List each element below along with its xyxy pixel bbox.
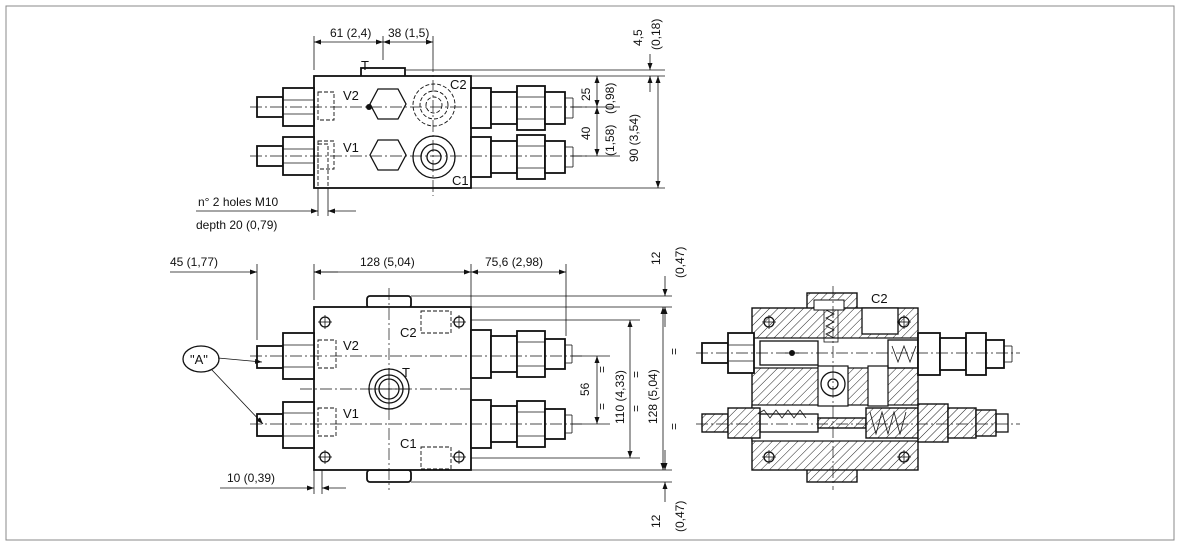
dim-front-12-bot: 12 xyxy=(649,514,663,528)
section-label-c2: C2 xyxy=(871,291,888,306)
front-mounting-holes xyxy=(318,315,466,464)
top-manifold-block xyxy=(313,75,472,189)
dim-front-12-top-in: (0,47) xyxy=(673,247,687,278)
eq-mark-5: = xyxy=(667,348,681,355)
eq-mark-4: = xyxy=(629,405,643,412)
dim-front-110: 110 (4,33) xyxy=(613,370,627,424)
callout-a-bubble xyxy=(182,345,220,373)
front-label-c2: C2 xyxy=(400,325,417,340)
top-label-v2: V2 xyxy=(343,88,359,103)
section-left-fitting-lower xyxy=(701,407,867,439)
dim-top-4-5-in: (0,18) xyxy=(649,19,663,50)
top-hex-nut-lower xyxy=(369,139,407,171)
top-label-c2: C2 xyxy=(450,77,467,92)
dim-top-90: 90 (3,54) xyxy=(627,114,641,162)
dim-front-12-bot-in: (0,47) xyxy=(673,501,687,532)
dim-top-25: 25 xyxy=(579,87,593,101)
eq-mark-1: = xyxy=(595,366,609,373)
front-label-v2: V2 xyxy=(343,338,359,353)
eq-mark-6: = xyxy=(667,423,681,430)
front-view: 45 (1,77) 128 (5,04) 75,6 (2,98) 12 (0,4… xyxy=(170,247,687,532)
top-label-t: T xyxy=(361,58,369,73)
top-cartridge-upper xyxy=(470,85,574,131)
dim-front-45: 45 (1,77) xyxy=(170,255,218,269)
dim-top-4-5: 4,5 xyxy=(631,29,645,46)
dim-front-56: 56 xyxy=(578,382,592,396)
section-right-cartridge-lower xyxy=(865,403,1009,443)
dim-front-128-h: 128 (5,04) xyxy=(646,369,660,424)
top-view: 61 (2,4) 38 (1,5) 4,5 (0,18) 25 (0,98) 4… xyxy=(196,19,665,232)
sheet-frame xyxy=(5,5,1175,541)
dim-front-12-top: 12 xyxy=(649,251,663,265)
eq-mark-3: = xyxy=(629,371,643,378)
holes-note-line2: depth 20 (0,79) xyxy=(196,218,277,232)
top-label-v1: V1 xyxy=(343,140,359,155)
top-port-c2-circle xyxy=(412,83,456,127)
top-cartridge-lower xyxy=(470,134,574,180)
front-manifold-block xyxy=(313,306,472,471)
dim-front-128-w: 128 (5,04) xyxy=(360,255,415,269)
top-label-c1: C1 xyxy=(452,173,469,188)
section-view: C2 xyxy=(696,286,1020,490)
front-label-v1: V1 xyxy=(343,406,359,421)
front-cartridge-upper xyxy=(470,329,573,379)
front-label-t: T xyxy=(402,365,410,380)
dim-top-61: 61 (2,4) xyxy=(330,26,371,40)
dim-front-10: 10 (0,39) xyxy=(227,471,275,485)
dim-top-40: 40 xyxy=(579,126,593,140)
front-fitting-v1 xyxy=(256,401,315,449)
dim-top-25-in: (0,98) xyxy=(603,83,617,114)
callout-a-label: "A" xyxy=(190,352,208,367)
eq-mark-2: = xyxy=(595,403,609,410)
top-hex-nut-upper xyxy=(369,88,407,120)
holes-note-line1: n° 2 holes M10 xyxy=(198,195,279,209)
front-label-c1: C1 xyxy=(400,436,417,451)
dim-top-40-in: (1,58) xyxy=(603,125,617,156)
dim-top-38: 38 (1,5) xyxy=(388,26,429,40)
section-right-cartridge-upper xyxy=(887,332,1013,376)
top-port-c1-circle xyxy=(412,135,456,179)
dim-front-75-6: 75,6 (2,98) xyxy=(485,255,543,269)
